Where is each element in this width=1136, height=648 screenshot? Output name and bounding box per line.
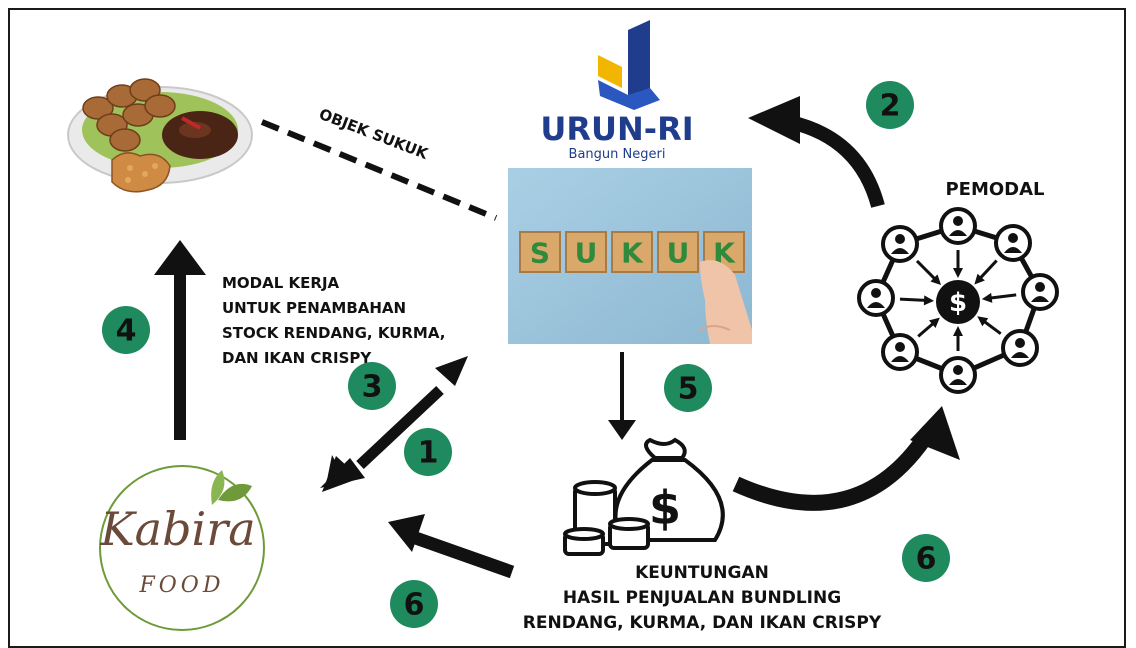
investor-arrow-head — [977, 316, 989, 327]
investor-body — [891, 248, 909, 254]
sukuk-block-letter: U — [667, 237, 690, 270]
investor-arrow — [915, 259, 938, 282]
objek-sukuk-label: OBJEK SUKUK — [317, 105, 432, 164]
step-number: 3 — [362, 370, 383, 405]
investor-arrow — [977, 259, 998, 282]
sukuk-block-letter: U — [575, 237, 598, 270]
sukuk-block-letter: K — [713, 237, 736, 270]
step-badge-2 — [866, 81, 914, 129]
arrow-4-up — [154, 240, 206, 440]
investor-arrow — [987, 293, 1017, 300]
arrow-1-3-bidirectional — [320, 356, 468, 492]
sukuk-block — [611, 231, 653, 273]
network-dollar-symbol: $ — [949, 288, 967, 318]
step-badge-3 — [348, 362, 396, 410]
sukuk-block — [519, 231, 561, 273]
step-badge-6 — [390, 580, 438, 628]
platform-name: URUN-RI — [540, 110, 693, 148]
step-number: 6 — [916, 542, 937, 577]
modal-kerja-text: MODAL KERJA UNTUK PENAMBAHAN STOCK RENDANG… — [222, 274, 445, 367]
investor-head — [895, 342, 905, 352]
food-plate-image — [67, 78, 253, 193]
investor-body — [1031, 296, 1049, 302]
investor-arrow — [899, 297, 929, 303]
keuntungan-line: KEUNTUNGAN — [635, 563, 769, 583]
modal-kerja-line: MODAL KERJA — [222, 274, 340, 292]
investor-arrow-head — [928, 317, 940, 328]
objek-sukuk-dashed-line — [260, 119, 498, 221]
sukuk-block — [565, 231, 607, 273]
step-badge-4 — [102, 306, 150, 354]
investor-head — [895, 234, 905, 244]
sukuk-block — [657, 231, 699, 273]
investor-body — [891, 356, 909, 362]
investor-head — [1008, 233, 1018, 243]
investor-head — [1035, 282, 1045, 292]
step-badge-5 — [664, 364, 712, 412]
investor-arrow-head — [974, 273, 985, 285]
investor-arrow-head — [930, 274, 942, 286]
investor-head — [1015, 338, 1025, 348]
keuntungan-line: HASIL PENJUALAN BUNDLING — [563, 588, 841, 608]
step-badges: 1 2 3 4 5 6 6 — [102, 81, 950, 628]
kabira-food-logo: Kabira FOOD — [99, 465, 265, 631]
step-number: 1 — [418, 436, 439, 471]
investor-head — [953, 365, 963, 375]
investor-arrow-head — [923, 295, 935, 306]
urun-ri-logo — [598, 20, 660, 110]
investor-arrow-head — [953, 268, 963, 278]
step-number: 6 — [404, 588, 425, 623]
investor-arrow-head — [981, 292, 993, 303]
investor-body — [867, 302, 885, 308]
investor-head — [871, 288, 881, 298]
investor-body — [949, 379, 967, 385]
sukuk-block-letter: K — [621, 237, 644, 270]
coin-stack-icon — [563, 480, 650, 556]
arrow-6-to-pemodal — [732, 406, 960, 511]
investor-body — [949, 230, 967, 236]
keuntungan-line: RENDANG, KURMA, DAN IKAN CRISPY — [523, 613, 882, 633]
modal-kerja-line: DAN IKAN CRISPY — [222, 349, 372, 367]
keuntungan-text: KEUNTUNGAN HASIL PENJUALAN BUNDLING RENDAN… — [523, 563, 882, 633]
sukuk-block-letter: S — [530, 237, 550, 270]
investor-network-icon: $ — [857, 207, 1059, 394]
platform-tagline: Bangun Negeri — [569, 147, 666, 162]
brand-sub: FOOD — [139, 573, 225, 598]
arrow-6-to-kabira — [388, 514, 515, 579]
pemodal-label: PEMODAL — [945, 179, 1044, 200]
step-number: 4 — [116, 314, 137, 349]
brand-name: Kabira — [99, 502, 255, 556]
step-badge-6 — [902, 534, 950, 582]
investor-body — [1011, 352, 1029, 358]
money-bag-dollar: $ — [649, 481, 681, 535]
investor-arrow-head — [953, 326, 963, 336]
modal-kerja-line: UNTUK PENAMBAHAN — [222, 299, 406, 317]
step-badge-1 — [404, 428, 452, 476]
modal-kerja-line: STOCK RENDANG, KURMA, — [222, 324, 445, 342]
investor-body — [1004, 247, 1022, 253]
step-number: 2 — [880, 89, 901, 124]
investor-head — [953, 216, 963, 226]
arrow-5-down — [608, 352, 636, 440]
step-number: 5 — [678, 372, 699, 407]
arrow-2-curved — [748, 96, 885, 208]
